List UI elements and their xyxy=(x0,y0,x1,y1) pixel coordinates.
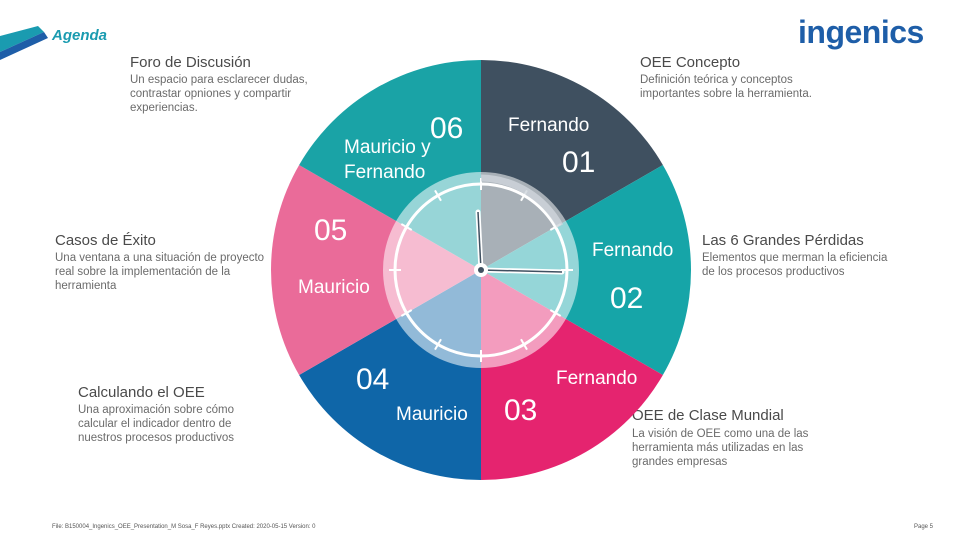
segment-number-03: 03 xyxy=(504,394,537,427)
ingenics-logo: ingenics xyxy=(798,14,924,50)
segment-presenter-04: Mauricio xyxy=(396,404,468,425)
clock-tick xyxy=(549,309,562,317)
clock-center-dot xyxy=(478,267,484,273)
section-desc-clase-mundial: La visión de OEE como una de las herrami… xyxy=(632,428,809,468)
section-title-calculando: Calculando el OEE xyxy=(78,384,205,401)
section-desc-perdidas: Elementos que merman la eficiencia de lo… xyxy=(702,252,888,278)
section-desc-foro: Un espacio para esclarecer dudas, contra… xyxy=(130,74,308,114)
segment-presenter-02: Fernando xyxy=(592,240,673,261)
segment-number-04: 04 xyxy=(356,363,389,396)
section-title-clase-mundial: OEE de Clase Mundial xyxy=(632,407,784,424)
wheel-segment-02 xyxy=(481,165,691,375)
section-desc-casos: Una ventana a una situación de proyecto … xyxy=(55,252,265,292)
segment-presenter-03: Fernando xyxy=(556,368,637,389)
segment-presenter-01: Fernando xyxy=(508,115,589,136)
clock-tick xyxy=(520,338,528,351)
section-title-foro: Foro de Discusión xyxy=(130,54,251,71)
segment-presenter-05: Mauricio xyxy=(298,277,370,298)
wheel-segment-05 xyxy=(271,165,481,375)
segment-number-06: 06 xyxy=(430,112,463,145)
segment-number-02: 02 xyxy=(610,282,643,315)
clock-minute-hand-line xyxy=(480,269,563,273)
clock-tick xyxy=(400,223,413,231)
footer-file-info: File: B150004_Ingenics_OEE_Presentation_… xyxy=(52,524,316,530)
clock-tick xyxy=(400,309,413,317)
section-desc-calculando: Una aproximación sobre cómo calcular el … xyxy=(78,404,234,444)
section-desc-oee-concepto: Definición teórica y conceptos important… xyxy=(640,74,812,100)
clock-tick xyxy=(434,338,442,351)
clock-progress-arc xyxy=(480,174,564,228)
segment-number-05: 05 xyxy=(314,214,347,247)
segment-presenter-06-line2: Fernando xyxy=(344,162,425,183)
clock-tick xyxy=(434,189,442,202)
header-stripe-icon xyxy=(0,26,48,60)
page-title: Agenda xyxy=(52,27,108,44)
footer-page-number: Page 5 xyxy=(914,524,934,530)
section-title-oee-concepto: OEE Concepto xyxy=(640,54,741,71)
section-title-casos: Casos de Éxito xyxy=(55,232,156,249)
segment-presenter-06-line1: Mauricio y xyxy=(344,137,431,158)
segment-number-01: 01 xyxy=(562,146,595,179)
section-title-perdidas: Las 6 Grandes Pérdidas xyxy=(702,232,864,249)
clock-hour-hand-line xyxy=(477,211,482,271)
